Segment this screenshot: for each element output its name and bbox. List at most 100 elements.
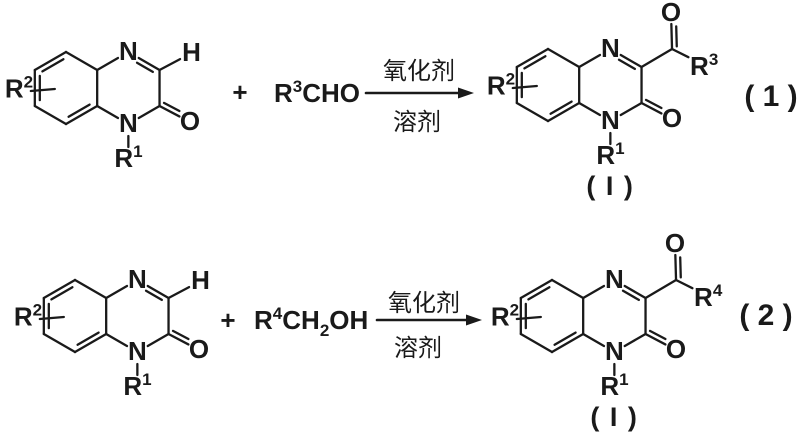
atom-label-o-acyl: O (665, 228, 685, 258)
condition-above: 氧化剂 (388, 290, 460, 317)
bond-line (640, 47, 674, 69)
atom-label-n1: N (601, 105, 620, 135)
bond-line (519, 278, 554, 300)
condition-above: 氧化剂 (383, 58, 455, 85)
bond-line (73, 332, 108, 354)
bond-line (546, 47, 581, 69)
bond-line (670, 22, 674, 51)
bond-line (73, 278, 108, 300)
bond-line (158, 104, 181, 118)
bond-line (167, 285, 191, 300)
bond-line (76, 331, 100, 346)
r4-label: R4 (694, 281, 723, 312)
bond-line (675, 25, 678, 48)
atom-label-n4: N (605, 264, 624, 294)
bond-line (578, 101, 602, 117)
bond-line (546, 101, 581, 123)
bond-line (578, 53, 602, 69)
arrowhead (458, 87, 474, 99)
bond-line (42, 278, 77, 300)
r1-label: R1 (596, 139, 624, 170)
r1-label: R1 (114, 142, 142, 173)
reaction-arrow (375, 314, 482, 326)
r2-label: R2 (14, 301, 42, 332)
atom-label-n1: N (605, 336, 624, 366)
atom-label-o-c2: O (666, 334, 686, 364)
bond-line (674, 253, 678, 282)
r1-label: R1 (600, 370, 628, 401)
bond-line (670, 47, 690, 59)
bond-line (519, 332, 554, 354)
bond-line (549, 100, 573, 115)
bond-line (679, 256, 682, 279)
bond-line (137, 104, 161, 120)
bond-line (96, 56, 120, 72)
atom-label-n1: N (128, 336, 147, 366)
bond-line (511, 84, 538, 90)
atom-label-n4: N (119, 36, 138, 66)
bond-line (33, 104, 68, 126)
reaction-arrow (364, 87, 474, 99)
bond-line (582, 284, 606, 300)
bond-line (617, 58, 636, 71)
bond-line (67, 103, 91, 118)
bond-line (105, 284, 129, 300)
equation-number: ( 2 ) (739, 299, 792, 332)
bond-line (42, 332, 77, 354)
bond-line (648, 329, 667, 341)
bond-line (582, 332, 606, 348)
bond-line (38, 315, 65, 321)
atom-label-o-c2: O (180, 106, 200, 136)
bond-line (29, 87, 56, 93)
atom-label-n4: N (128, 264, 147, 294)
bond-line (158, 57, 182, 72)
atom-label-n4: N (601, 33, 620, 63)
equation-number: ( 1 ) (744, 80, 797, 113)
bond-line (553, 331, 577, 346)
atom-label-h: H (182, 37, 201, 67)
bond-line (105, 332, 129, 348)
coreactant-formula: R4CH2OH (254, 304, 368, 340)
r3-label: R3 (690, 50, 718, 81)
bond-line (515, 315, 542, 321)
coreactant-formula: R3CHO (274, 77, 360, 108)
bond-line (515, 101, 550, 123)
bond-line (137, 56, 161, 72)
bond-line (644, 332, 667, 346)
bond-line (527, 286, 551, 301)
arrowhead (466, 314, 482, 326)
bond-line (619, 101, 643, 117)
bond-line (550, 332, 585, 354)
bond-line (41, 58, 65, 73)
product-label: ( I ) (590, 402, 638, 432)
atom-label-o-c2: O (662, 103, 682, 133)
bond-line (146, 332, 170, 348)
bond-line (146, 284, 170, 300)
r2-label: R2 (491, 301, 519, 332)
bond-line (550, 278, 585, 300)
bond-line (135, 61, 154, 74)
bond-line (644, 278, 678, 300)
bond-line (644, 98, 663, 110)
bond-line (515, 47, 550, 69)
plus-sign: + (232, 77, 247, 107)
bond-line (523, 55, 547, 70)
atom-label-h: H (191, 265, 210, 295)
bond-line (623, 332, 647, 348)
condition-below: 溶剂 (393, 109, 441, 136)
bond-line (144, 289, 163, 302)
bond-line (50, 286, 74, 301)
plus-sign: + (220, 305, 235, 335)
bond-line (64, 104, 99, 126)
bond-line (162, 101, 181, 113)
condition-below: 溶剂 (394, 335, 442, 362)
bond-line (621, 289, 640, 302)
